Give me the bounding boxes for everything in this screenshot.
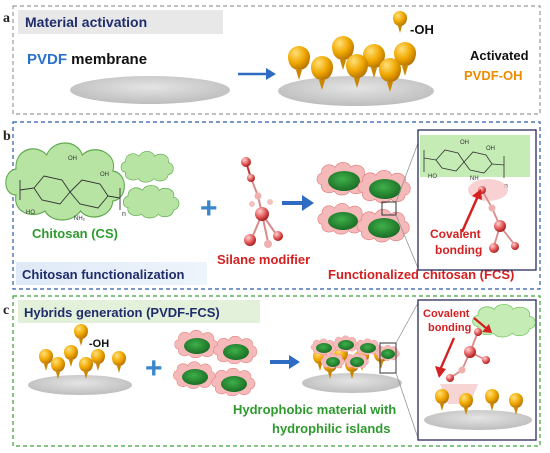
- functionalization-arrowhead: [302, 195, 314, 211]
- section-label-bg: [16, 262, 207, 285]
- result-label-line1: Hydrophobic material with: [233, 402, 396, 417]
- oh-pin-icon: [91, 349, 105, 371]
- plus-icon: +: [145, 352, 163, 385]
- chem-nh2-label: NH₂: [74, 216, 86, 222]
- chem-oh-label: OH: [68, 156, 77, 162]
- zoom-box: [381, 201, 397, 216]
- panel-a-title-bg: [18, 10, 223, 34]
- inset-bond-arrowhead: [472, 189, 482, 200]
- activation-arrowhead: [266, 68, 276, 80]
- zoom-box-c: [379, 342, 397, 374]
- inset-silane-c: [446, 328, 490, 382]
- result-label-line2: hydrophilic islands: [272, 421, 390, 436]
- panel-a: a Material activation PVDF membrane -OH …: [3, 5, 541, 115]
- chitosan-cloud: OH OH HO NH₂ n: [4, 142, 126, 222]
- chem-ho-label: HO: [26, 210, 35, 216]
- inset-ho-label: HO: [428, 174, 437, 180]
- inset-chem-structure: OH OH HO NH n: [420, 135, 530, 190]
- panel-c-frame: [12, 295, 541, 447]
- zoom-line: [395, 214, 419, 269]
- panel-c: c Hybrids generation (PVDF-FCS) -OH +: [3, 295, 541, 447]
- oh-pin-icon: [288, 46, 310, 80]
- panel-b: b OH OH HO NH₂ n Chitosan (CS) +: [3, 121, 541, 290]
- oh-pin-icon: [39, 349, 53, 371]
- chem-n-label: n: [122, 211, 126, 218]
- zoom-line: [395, 372, 419, 439]
- chitosan-label: Chitosan (CS): [32, 226, 118, 241]
- section-label: Chitosan functionalization: [22, 267, 185, 282]
- oh-legend-pin-icon: [74, 324, 88, 346]
- activated-membrane-disc: [278, 76, 434, 106]
- oh-pin-icon: [64, 345, 78, 367]
- panel-b-letter: b: [3, 129, 11, 144]
- silane-molecule: [241, 157, 283, 248]
- inset-bond-arrow: [460, 195, 480, 233]
- inset-c-covalent-label: Covalent: [423, 308, 470, 320]
- inset-silane: [478, 186, 519, 253]
- pvdf-prefix: PVDF: [27, 51, 67, 68]
- chitosan-small-cloud: [120, 150, 174, 183]
- chem-oh-label: OH: [100, 172, 109, 178]
- zoom-line: [395, 302, 419, 344]
- inset-membrane-disc: [424, 410, 532, 430]
- fcs-particles: [316, 161, 411, 243]
- panel-a-title: Material activation: [25, 14, 147, 30]
- plus-icon: +: [200, 192, 218, 225]
- fcs-label: Functionalized chitosan (FCS): [328, 267, 514, 282]
- inset-c-arrowhead-down: [435, 366, 446, 378]
- inset-covalent-label: Covalent: [430, 227, 481, 241]
- panel-c-title-bg: [18, 300, 260, 323]
- pvdf-suffix: membrane: [67, 51, 147, 68]
- inset-oh-label: OH: [486, 146, 495, 152]
- inset-c-bonding-label: bonding: [428, 322, 471, 334]
- oh-legend-label-c: -OH: [89, 338, 109, 350]
- inset-nh-label: NH: [470, 176, 479, 182]
- fcs-particles-c: [173, 329, 258, 397]
- panel-c-title: Hybrids generation (PVDF-FCS): [24, 305, 220, 320]
- oh-pin-icon: [112, 351, 126, 373]
- pvdf-membrane-disc: [70, 76, 230, 104]
- hybrid-arrowhead: [289, 355, 300, 369]
- oh-legend-label: -OH: [410, 22, 434, 37]
- pvdf-membrane-label: PVDF membrane: [27, 51, 147, 68]
- activated-label: Activated: [470, 48, 529, 63]
- inset-c-arrow-right: [473, 317, 487, 329]
- panel-a-frame: [12, 5, 541, 115]
- chitosan-small-cloud: [122, 184, 180, 219]
- activated-membrane-disc-c: [28, 375, 132, 395]
- oh-legend-pin-icon: [393, 11, 407, 33]
- panel-a-letter: a: [3, 11, 10, 26]
- inset-bonding-label: bonding: [435, 243, 482, 257]
- hybrid-membrane: [302, 335, 402, 393]
- inset-c-arrow-down: [438, 337, 456, 371]
- pvdf-oh-label: PVDF-OH: [464, 68, 523, 83]
- inset-glow: [468, 179, 508, 201]
- inset-chitosan-cloud: [472, 303, 536, 338]
- silane-label: Silane modifier: [217, 252, 310, 267]
- zoom-line: [395, 142, 419, 203]
- inset-c-arrowhead-right: [482, 324, 492, 333]
- panel-c-letter: c: [3, 303, 9, 318]
- inset-oh-label: OH: [460, 140, 469, 146]
- panel-b-frame: [12, 121, 541, 290]
